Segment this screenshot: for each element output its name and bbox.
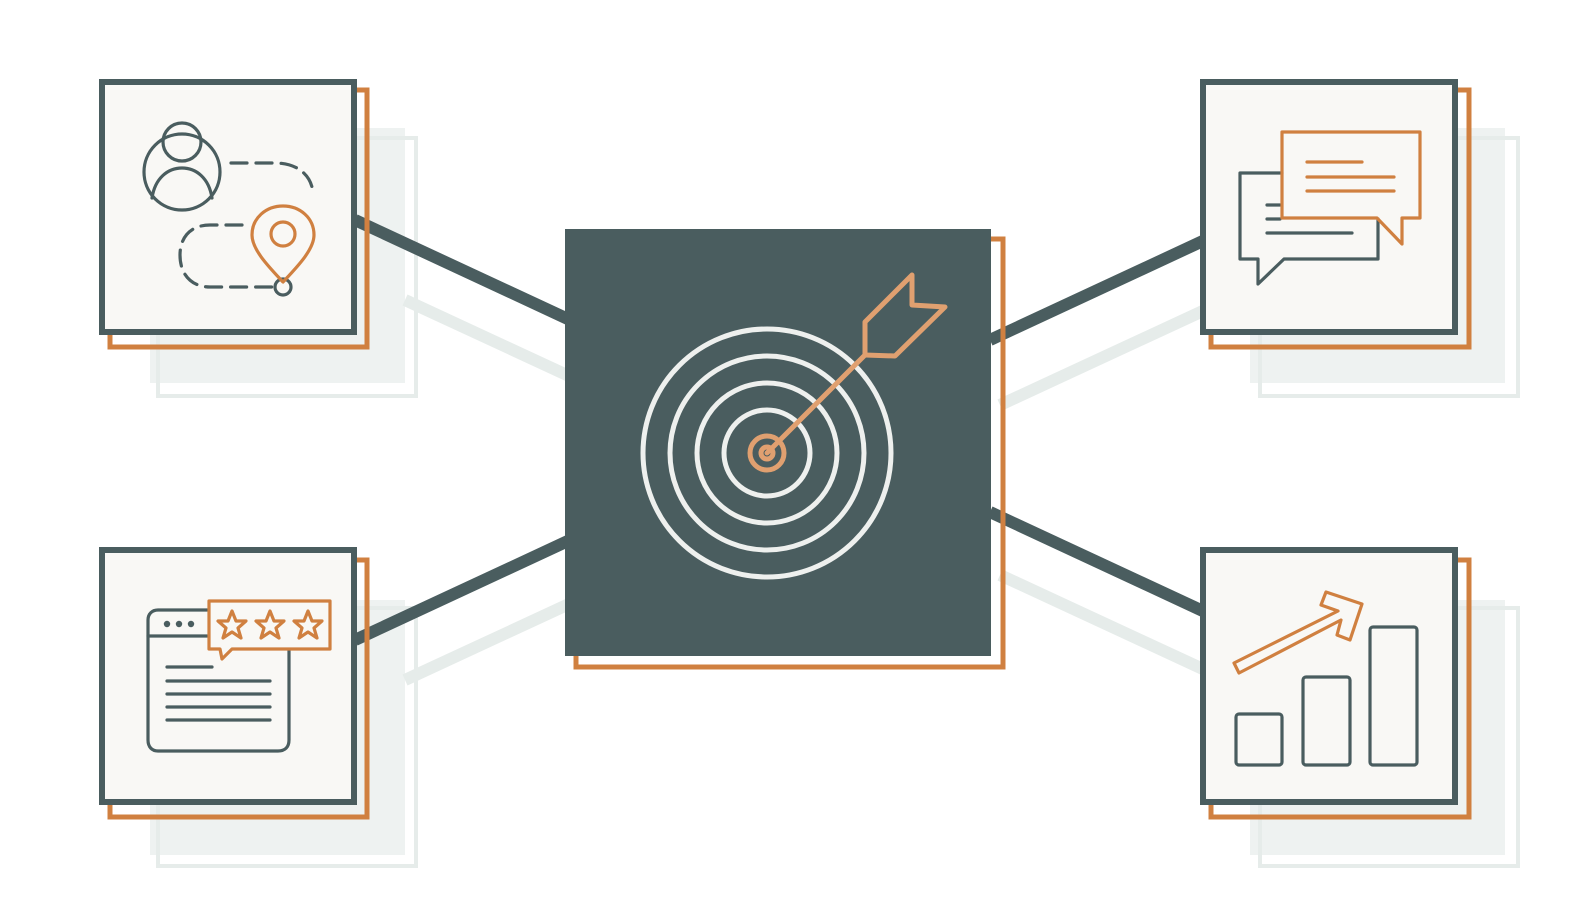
connector-bottom-right [987,506,1208,618]
star-rating-icon [216,609,324,640]
target-with-arrow-icon [640,272,948,580]
card-bottom-right [1200,547,1472,820]
growth-bar-chart-icon [1232,590,1419,767]
connector-top-left [352,214,573,326]
connector-bottom-left [352,534,573,646]
user-route-location-icon [142,121,316,297]
connector-lines [352,214,1208,646]
card-bottom-left [99,547,370,820]
chat-bubbles-icon [1238,130,1422,286]
connector-top-right [987,234,1208,346]
browser-review-stars-icon [146,599,332,753]
card-top-left [99,79,370,350]
center-hub [565,229,1006,670]
card-top-right [1200,79,1472,350]
